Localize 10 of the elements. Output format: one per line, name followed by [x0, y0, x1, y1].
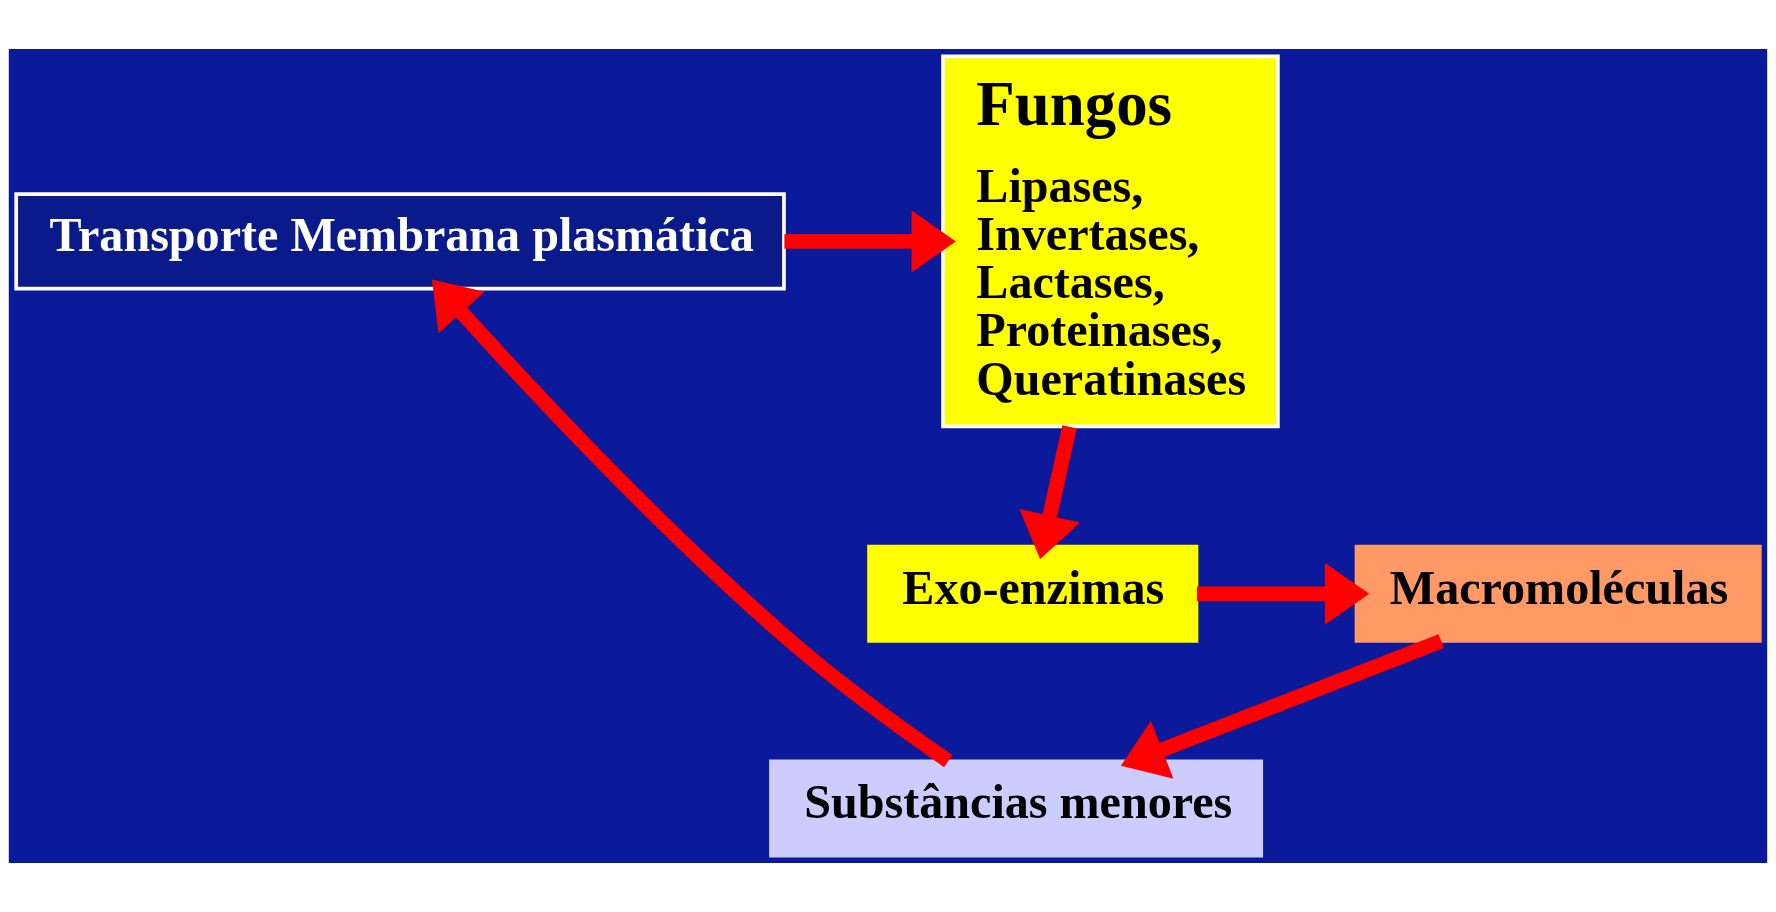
arrow: [784, 210, 956, 273]
node-box: Transporte Membrana plasmática: [14, 192, 786, 291]
arrow: [1120, 634, 1444, 779]
arrow: [431, 279, 953, 768]
node-box: Substâncias menores: [769, 759, 1264, 858]
node-box: Exo-enzimas: [867, 544, 1199, 643]
node-box: Macromoléculas: [1354, 544, 1762, 643]
arrow: [1019, 425, 1081, 560]
arrow: [1196, 562, 1370, 625]
node-box: Fungos Lipases, Invertases, Lactases, Proteinases, Queratinases: [941, 54, 1280, 429]
